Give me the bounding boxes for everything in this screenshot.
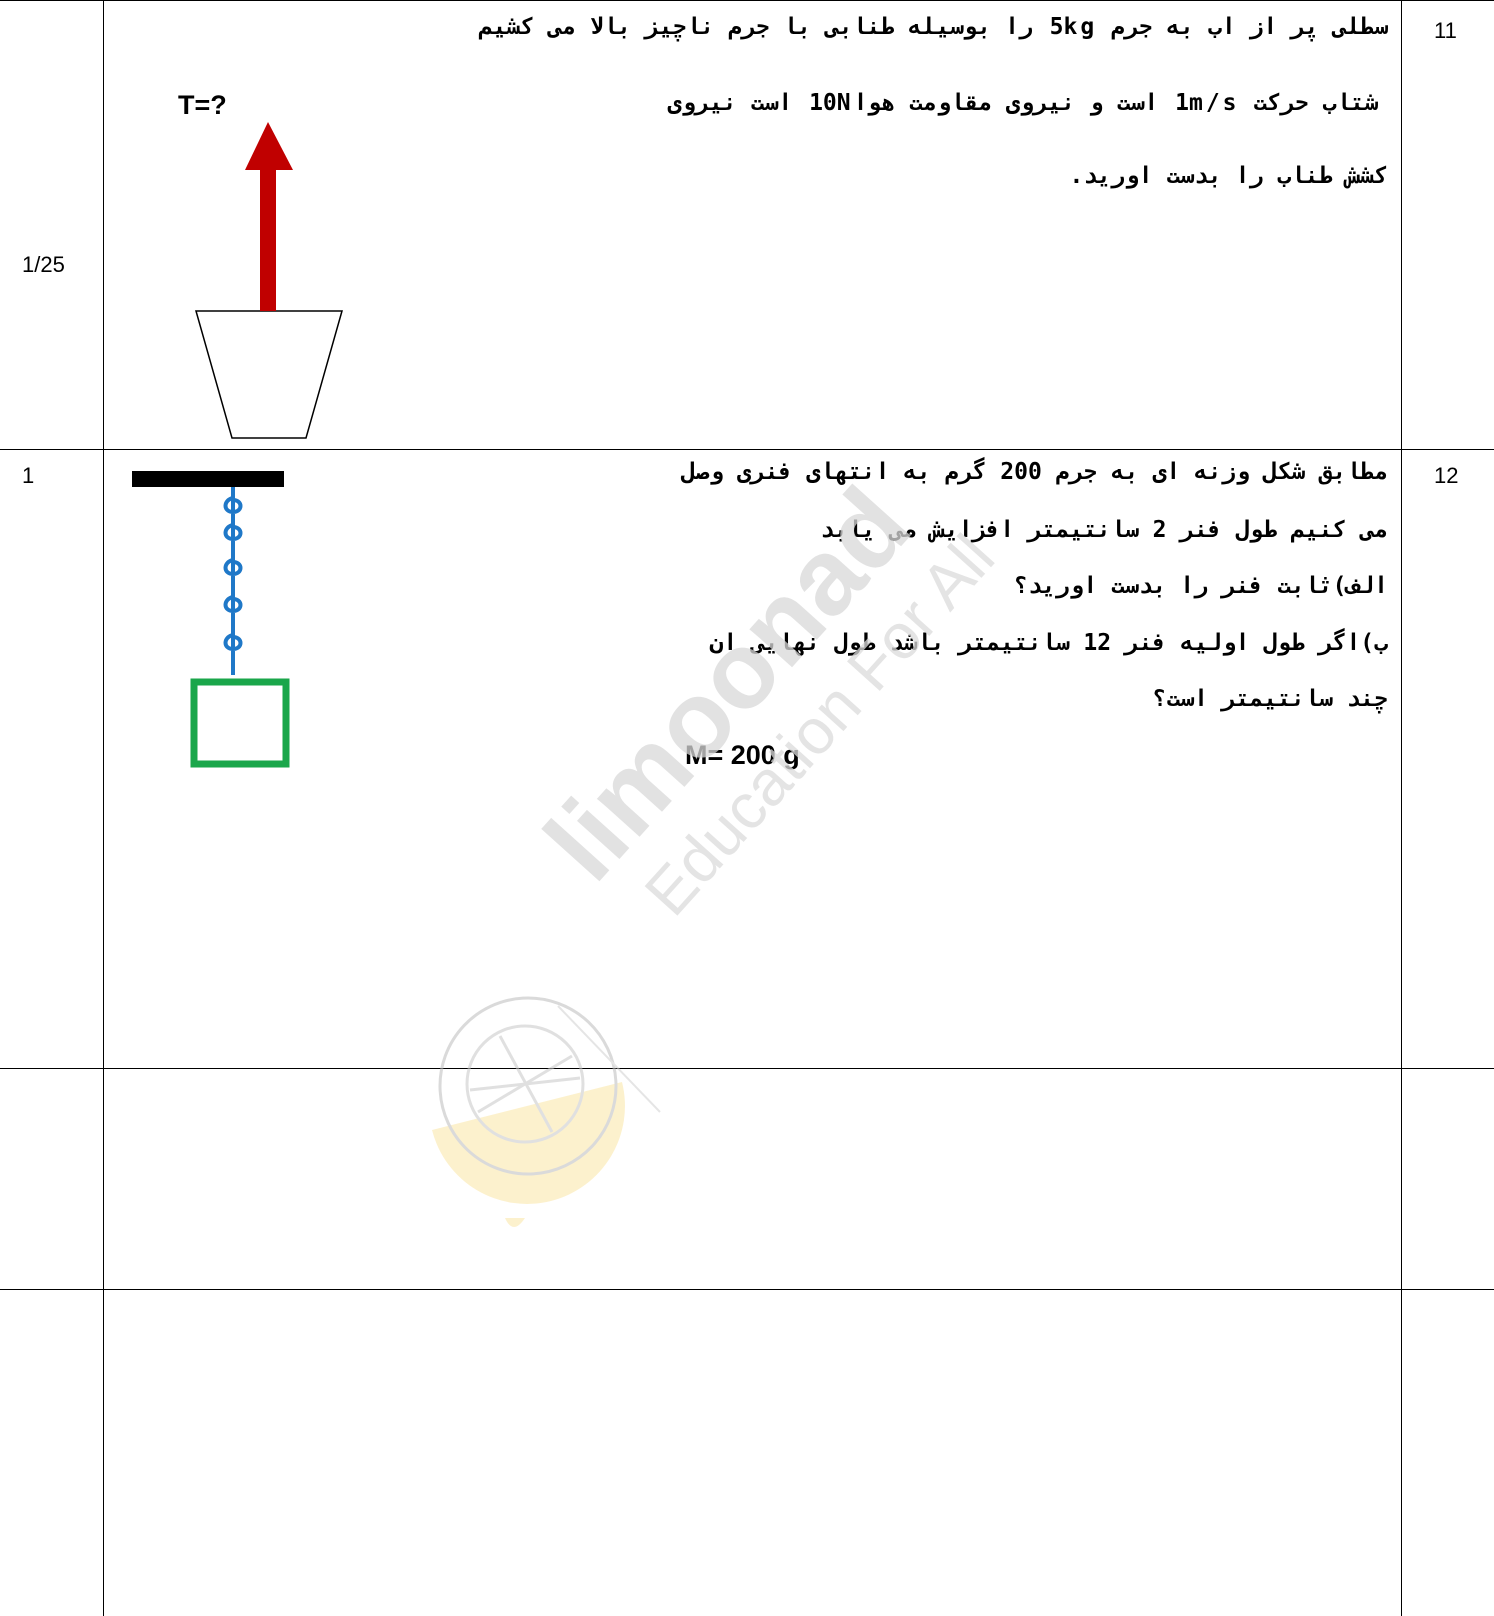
question-score: 1/25: [22, 252, 65, 277]
question-text-line: الف)ثابت فنر را بدست اورید؟: [1014, 573, 1388, 599]
table-border-top: [0, 0, 1494, 1]
question-text-line: شتاب حرکت 1m/s است و نیروی مقاومت هوا10N…: [667, 90, 1378, 116]
tension-arrow: [245, 122, 293, 311]
mass-box: [190, 678, 290, 768]
question-text-line: چند سانتیمتر است؟: [1152, 686, 1388, 712]
question-text-line: مطابق شکل وزنه ای به جرم 200 گرم به انته…: [681, 459, 1388, 485]
tension-label: T=?: [178, 90, 227, 120]
bucket-shape: [195, 310, 343, 439]
watermark-logo: [432, 996, 661, 1227]
question-number: 11: [1434, 18, 1457, 43]
table-row-divider: [0, 1068, 1494, 1069]
question-score: 1: [22, 463, 35, 488]
table-col-divider: [1401, 0, 1402, 1616]
question-text-line: کشش طناب را بدست اورید.: [1069, 163, 1388, 189]
question-text-line: سطلی پر از اب به جرم 5kg را بوسیله طنابی…: [478, 14, 1388, 40]
mass-label: M= 200 g: [685, 740, 800, 770]
ceiling-bar: [132, 471, 284, 487]
table-col-divider: [103, 0, 104, 1616]
table-row-divider: [0, 1289, 1494, 1290]
question-text-line: ب)اگر طول اولیه فنر 12 سانتیمتر باشد طول…: [709, 630, 1388, 656]
table-row-divider: [0, 449, 1494, 450]
spring-coil: [223, 487, 243, 675]
question-text-line: می کنیم طول فنر 2 سانتیمتر افزایش می یاب…: [820, 517, 1388, 543]
question-number: 12: [1434, 463, 1459, 488]
